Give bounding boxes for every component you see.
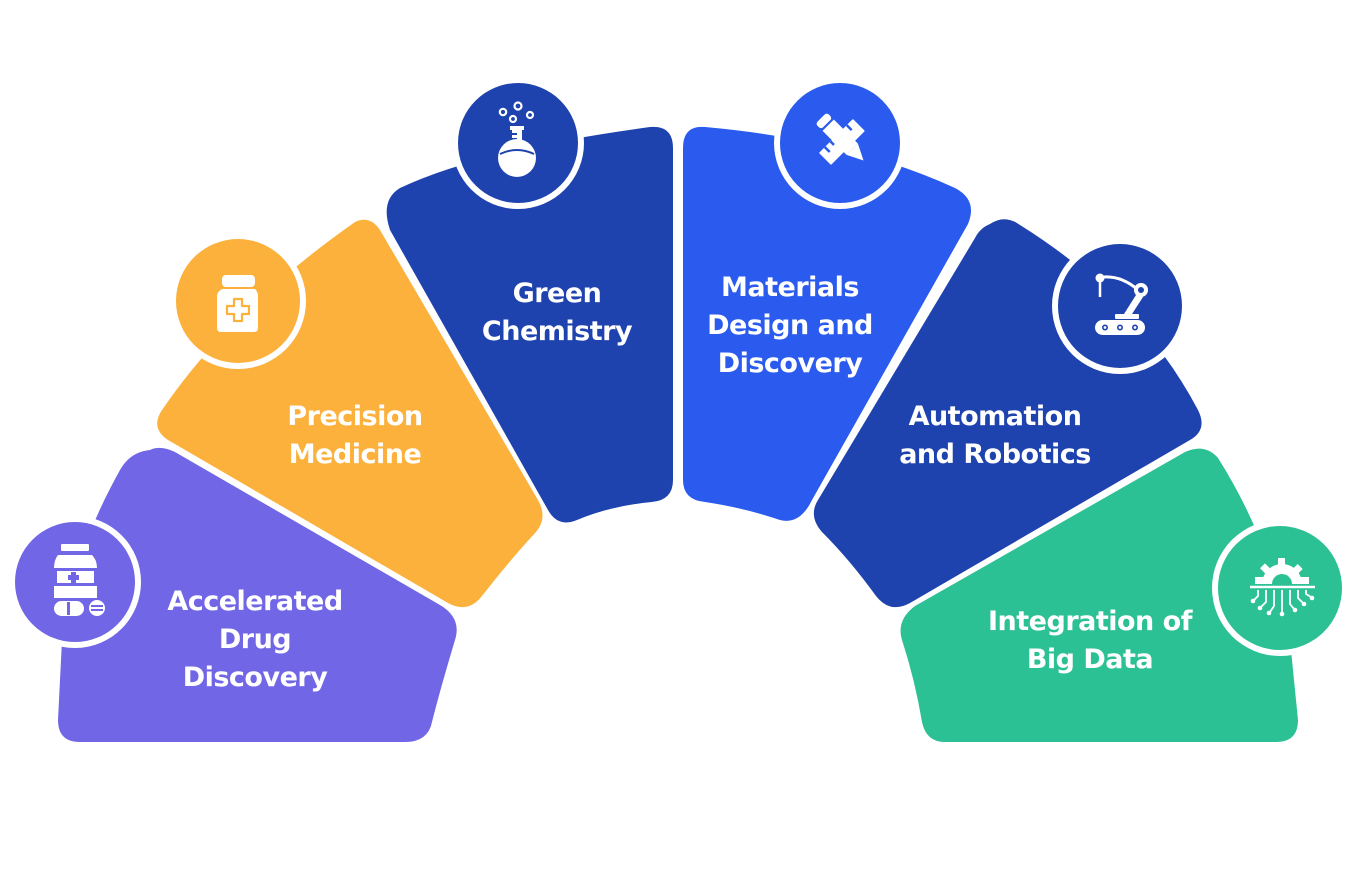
segment-shape xyxy=(58,447,457,742)
segment-integration-of-big-data: Integration of Big Data xyxy=(900,448,1348,742)
gear-circuit-icon xyxy=(1250,558,1315,617)
segment-label-line: and Robotics xyxy=(899,439,1091,470)
pencil-ruler-icon xyxy=(816,113,865,165)
medicine-jar-cross-icon xyxy=(217,275,258,332)
medicine-bottle-pills-icon xyxy=(54,544,107,618)
segment-automation-and-robotics: Automation and Robotics xyxy=(813,219,1202,608)
segment-shape xyxy=(386,126,673,523)
segment-label-line: Chemistry xyxy=(482,316,633,347)
segment-label-line: Materials xyxy=(721,272,859,303)
segment-label-line: Discovery xyxy=(718,348,864,379)
flask-bubbles-icon xyxy=(498,101,536,177)
segment-label-automation-and-robotics: Automation and Robotics xyxy=(899,401,1091,470)
segment-label-line: Green xyxy=(513,278,602,309)
icon-circle xyxy=(1058,244,1182,368)
segment-label-line: Automation xyxy=(909,401,1082,432)
segment-label-integration-of-big-data: Integration of Big Data xyxy=(988,606,1193,675)
segment-label-line: Precision xyxy=(287,401,422,432)
segment-label-line: Accelerated xyxy=(167,586,342,617)
segment-label-line: Design and xyxy=(707,310,873,341)
segment-label-line: Drug xyxy=(219,624,291,655)
segment-label-line: Integration of xyxy=(988,606,1193,637)
segment-label-line: Big Data xyxy=(1027,644,1153,675)
segment-shape xyxy=(900,448,1298,742)
robot-arm-icon xyxy=(1095,273,1148,335)
segment-label-line: Discovery xyxy=(183,662,329,693)
segment-shape xyxy=(683,126,972,521)
segment-label-line: Medicine xyxy=(289,439,422,470)
